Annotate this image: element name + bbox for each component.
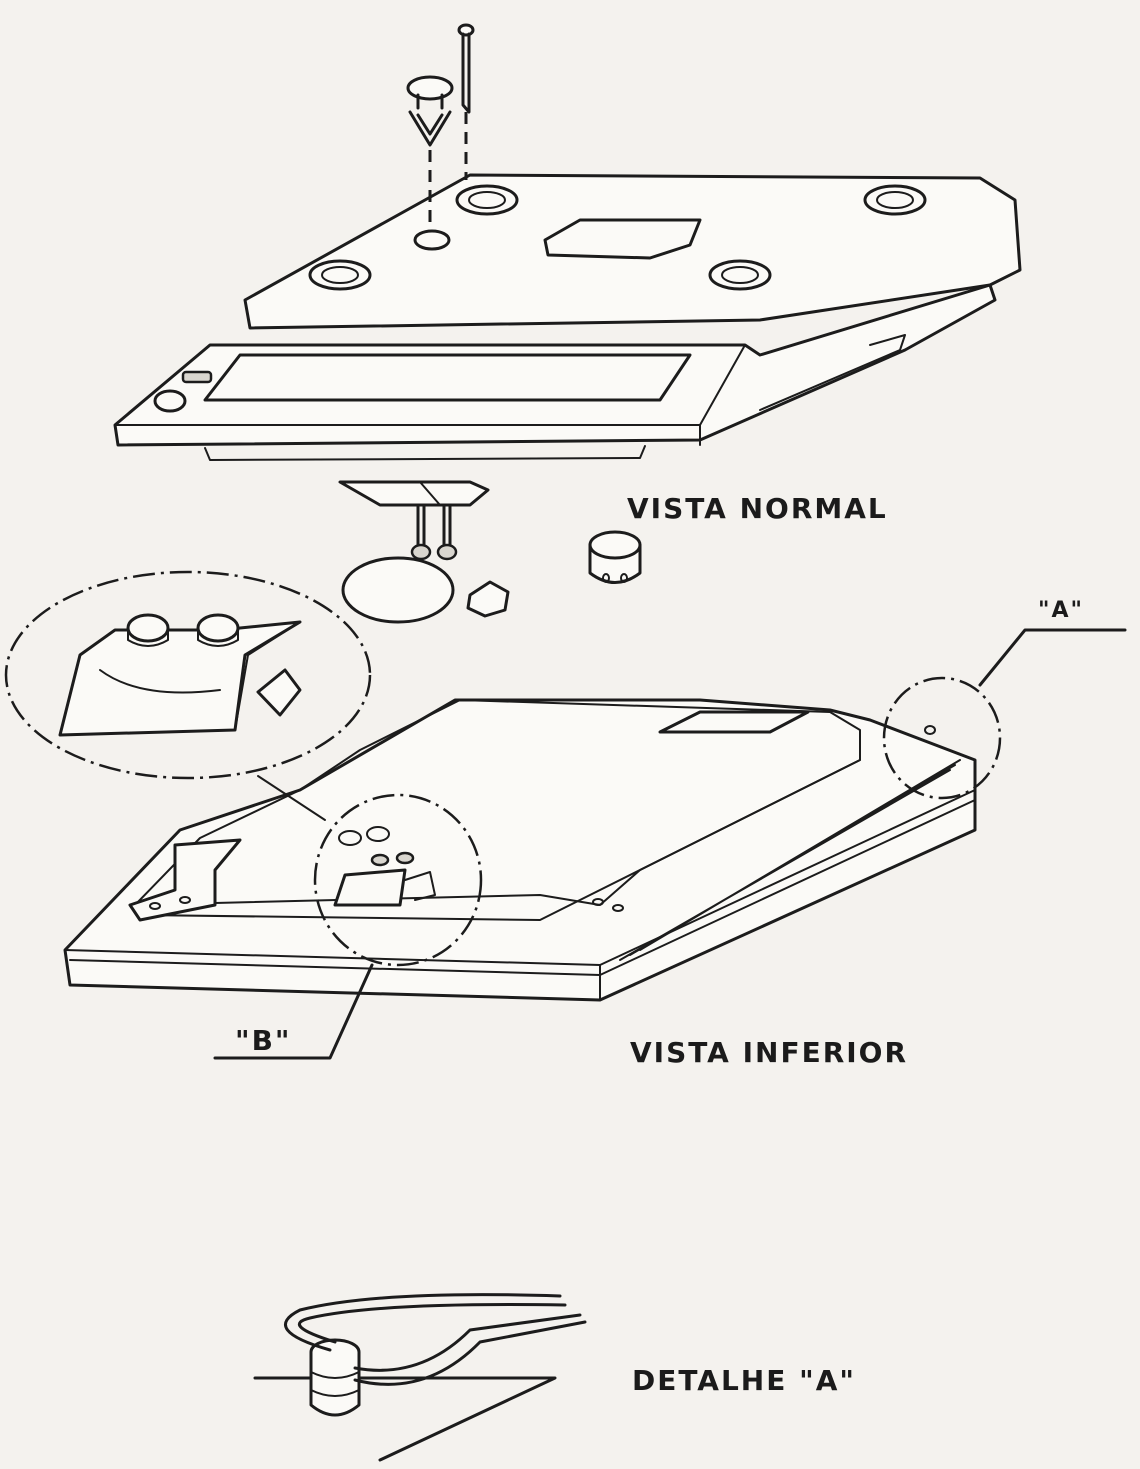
detail-a-drawing <box>253 1293 587 1462</box>
bracket-and-foot <box>338 480 510 624</box>
detail-b-inset <box>4 570 372 821</box>
callout-label-a: "A" <box>1038 598 1084 623</box>
detail-a-knob-real <box>588 530 642 584</box>
label-vista-normal: VISTA NORMAL <box>627 492 888 525</box>
callout-label-b: "B" <box>235 1024 292 1057</box>
label-detalhe-a: DETALHE "A" <box>632 1364 856 1397</box>
screw-and-cap <box>406 23 475 232</box>
scale-top-view <box>113 173 1022 461</box>
label-vista-inferior: VISTA INFERIOR <box>630 1036 909 1069</box>
scale-bottom-view <box>63 698 977 1002</box>
callout-circles <box>213 628 1127 1060</box>
